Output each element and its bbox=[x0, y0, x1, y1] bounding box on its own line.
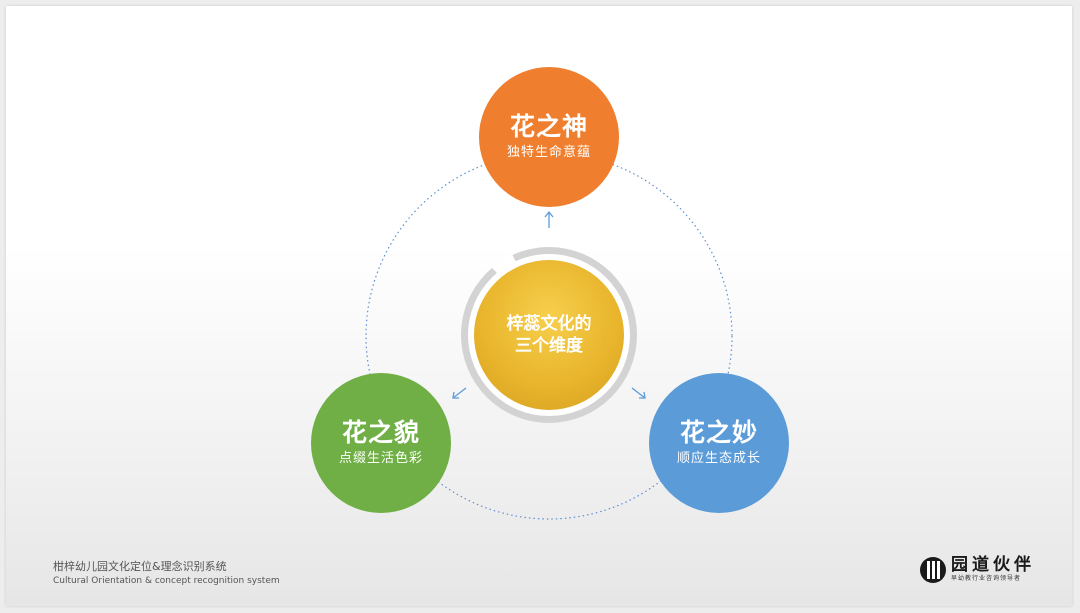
company-logo: 园道伙伴 早幼教行业咨询领导者 bbox=[920, 556, 1035, 583]
center-ring-notch bbox=[492, 254, 516, 274]
circle-title: 花之貌 bbox=[341, 418, 420, 447]
circle-flower-spirit: 花之神 独特生命意蕴 bbox=[479, 67, 619, 207]
footer-title-en: Cultural Orientation & concept recogniti… bbox=[53, 576, 280, 586]
footer-caption: 柑梓幼儿园文化定位&理念识别系统 Cultural Orientation & … bbox=[53, 560, 280, 588]
logo-text: 园道伙伴 早幼教行业咨询领导者 bbox=[951, 556, 1035, 583]
circle-subtitle: 顺应生态成长 bbox=[676, 451, 761, 466]
slide: 花之神 独特生命意蕴 花之貌 点缀生活色彩 花之妙 顺应生态成长 梓蕊文化的 三… bbox=[6, 6, 1072, 606]
circle-flower-wonder: 花之妙 顺应生态成长 bbox=[649, 373, 789, 513]
circle-subtitle: 点缀生活色彩 bbox=[338, 451, 423, 466]
center-circle: 梓蕊文化的 三个维度 bbox=[474, 260, 624, 410]
logo-name: 园道伙伴 bbox=[951, 555, 1035, 575]
logo-tagline: 早幼教行业咨询领导者 bbox=[951, 575, 1022, 582]
arrow-down-right-icon bbox=[631, 387, 646, 399]
footer-title-cn: 柑梓幼儿园文化定位&理念识别系统 bbox=[53, 560, 227, 573]
circle-title: 花之神 bbox=[509, 112, 588, 141]
arrow-down-left-icon bbox=[452, 387, 467, 399]
logo-mark-icon bbox=[920, 556, 946, 583]
center-title-line2: 三个维度 bbox=[515, 336, 583, 356]
dotted-ring bbox=[365, 152, 733, 520]
circle-flower-appearance: 花之貌 点缀生活色彩 bbox=[311, 373, 451, 513]
circle-subtitle: 独特生命意蕴 bbox=[506, 145, 591, 160]
arrow-up-icon bbox=[544, 210, 554, 228]
center-title-line1: 梓蕊文化的 bbox=[506, 314, 592, 334]
circle-title: 花之妙 bbox=[679, 418, 758, 447]
